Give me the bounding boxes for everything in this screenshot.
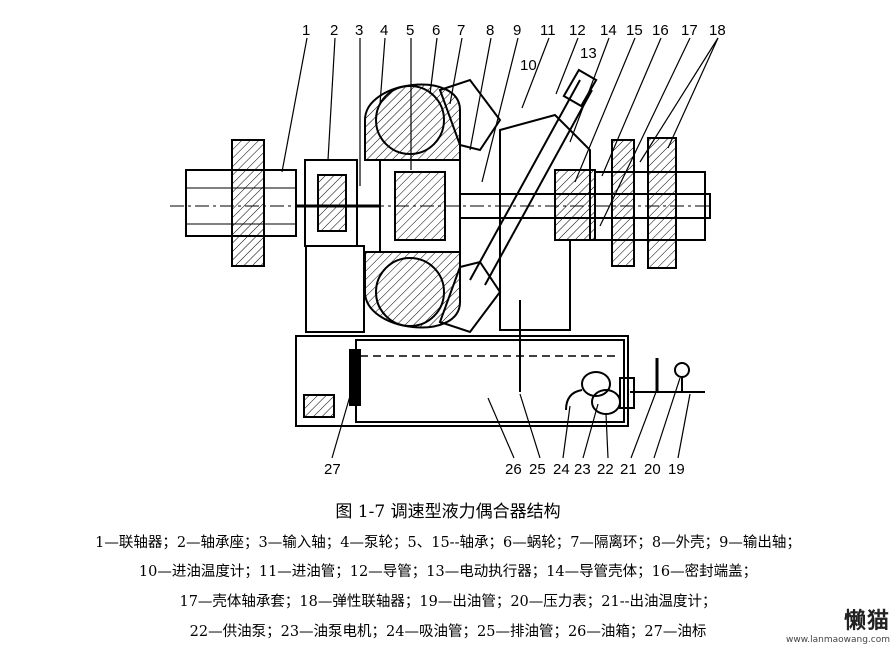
legend-line-1: 1—联轴器；2—轴承座；3—输入轴；4—泵轮；5、15--轴承；6—蜗轮；7—隔… [95, 535, 801, 551]
right-coupling [594, 137, 706, 269]
label-24: 24 [553, 461, 570, 478]
watermark-url: www.lanmaowang.com [785, 635, 890, 645]
label-20: 20 [644, 461, 661, 478]
legend-line-3: 17—壳体轴承套；18—弹性联轴器；19—出油管；20—压力表；21--出油温度… [179, 594, 717, 610]
label-21: 21 [620, 461, 637, 478]
label-8: 8 [486, 22, 494, 39]
label-25: 25 [529, 461, 546, 478]
label-10: 10 [520, 57, 537, 74]
label-9: 9 [513, 22, 521, 39]
label-15: 15 [626, 22, 643, 39]
label-5: 5 [406, 22, 414, 39]
label-17: 17 [681, 22, 698, 39]
label-2: 2 [330, 22, 338, 39]
label-13: 13 [580, 45, 597, 62]
bearing-seat [296, 159, 380, 333]
label-7: 7 [457, 22, 465, 39]
legend-line-4: 22—供油泵；23—油泵电机；24—吸油管；25—排油管；26—油箱；27—油标 [189, 624, 707, 640]
oil-tank [295, 335, 629, 427]
left-coupling [185, 139, 297, 267]
watermark: 懒猫 www.lanmaowang.com [786, 603, 890, 645]
label-12: 12 [569, 22, 586, 39]
label-3: 3 [355, 22, 363, 39]
legend-line-2: 10—进油温度计；11—进油管；12—导管；13—电动执行器；14—导管壳体；1… [138, 564, 758, 580]
pump-turbine-housing [364, 78, 502, 334]
tube-housing [499, 113, 596, 331]
leader-lines [281, 37, 719, 459]
callout-labels: 1 2 3 4 5 6 7 8 9 11 12 14 15 16 17 18 1… [302, 22, 726, 478]
label-6: 6 [432, 22, 440, 39]
coupling-drawing: 1 2 3 4 5 6 7 8 9 11 12 14 15 16 17 18 1… [170, 22, 726, 478]
watermark-logo: 懒猫 [843, 609, 890, 634]
label-1: 1 [302, 22, 310, 39]
label-4: 4 [380, 22, 388, 39]
label-16: 16 [652, 22, 669, 39]
label-14: 14 [600, 22, 617, 39]
label-22: 22 [597, 461, 614, 478]
outlet-pipe [630, 358, 705, 393]
label-11: 11 [540, 22, 556, 39]
label-18: 18 [709, 22, 726, 39]
figure-caption: 图 1-7 调速型液力偶合器结构 [335, 502, 561, 522]
label-23: 23 [574, 461, 591, 478]
label-19: 19 [668, 461, 685, 478]
label-26: 26 [505, 461, 522, 478]
label-27: 27 [324, 461, 341, 478]
